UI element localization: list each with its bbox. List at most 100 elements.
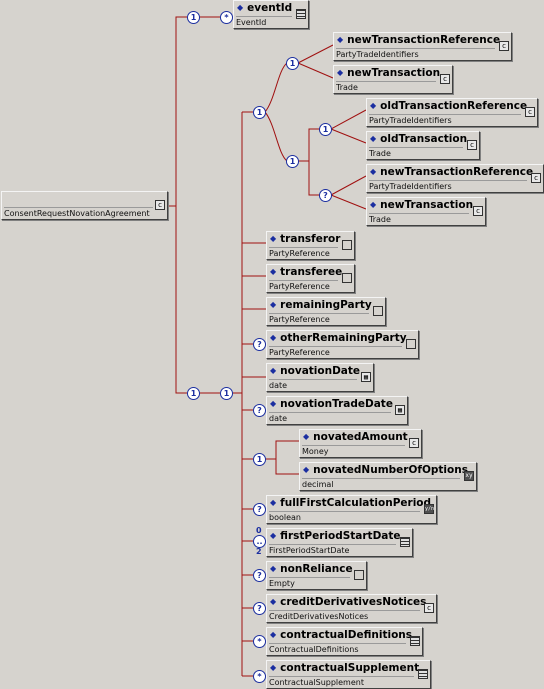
element-type: PartyTradeIdentifiers <box>369 114 521 126</box>
element-fullFirstCalculationPeriod[interactable]: ◆fullFirstCalculationPeriod boolean y/n <box>266 495 437 524</box>
element-type: ContractualSupplement <box>269 676 414 688</box>
element-type: PartyReference <box>269 346 402 358</box>
element-diamond-icon: ◆ <box>370 167 377 176</box>
element-name: newTransactionReference <box>347 34 501 46</box>
element-firstPeriodStartDate[interactable]: ◆firstPeriodStartDate FirstPeriodStartDa… <box>266 528 413 557</box>
element-name: transferee <box>280 266 343 278</box>
complex-type-icon: c <box>499 41 509 51</box>
element-otherRemainingParty[interactable]: ◆otherRemainingParty PartyReference <box>266 330 419 359</box>
complex-type-icon: c <box>531 173 541 183</box>
element-type: EventId <box>236 16 292 28</box>
element-remainingParty[interactable]: ◆remainingParty PartyReference <box>266 297 386 326</box>
range-marker: .. <box>253 535 266 548</box>
root-type-label: ConsentRequestNovationAgreement <box>4 207 153 219</box>
element-diamond-icon: ◆ <box>270 333 277 342</box>
calendar-icon: ▦ <box>395 405 405 415</box>
sequence-compositor[interactable]: 1 <box>319 123 332 136</box>
element-nonReliance[interactable]: ◆nonReliance Empty <box>266 561 367 590</box>
element-diamond-icon: ◆ <box>270 531 277 540</box>
element-newTransactionReference-2[interactable]: ◆newTransactionReference PartyTradeIdent… <box>366 164 544 193</box>
element-eventId[interactable]: ◆eventId EventId <box>233 0 309 29</box>
complex-type-icon: c <box>467 140 477 150</box>
optional-marker: ? <box>253 569 266 582</box>
choice-compositor[interactable]: 1 <box>253 106 266 119</box>
element-type: date <box>269 379 357 391</box>
complex-type-icon: c <box>440 74 450 84</box>
element-name: novationTradeDate <box>280 398 393 410</box>
element-type: PartyReference <box>269 313 369 325</box>
element-diamond-icon: ◆ <box>270 498 277 507</box>
element-name: nonReliance <box>280 563 353 575</box>
element-newTransactionReference-1[interactable]: ◆newTransactionReference PartyTradeIdent… <box>333 32 512 61</box>
element-name: contractualSupplement <box>280 662 420 674</box>
element-diamond-icon: ◆ <box>270 267 277 276</box>
element-diamond-icon: ◆ <box>337 35 344 44</box>
boolean-type-icon: y/n <box>424 504 435 514</box>
element-diamond-icon: ◆ <box>237 3 244 12</box>
element-novationTradeDate[interactable]: ◆novationTradeDate date ▦ <box>266 396 408 425</box>
element-type: ContractualDefinitions <box>269 643 406 655</box>
element-transferee[interactable]: ◆transferee PartyReference <box>266 264 355 293</box>
sequence-compositor[interactable]: 1 <box>286 57 299 70</box>
sequence-compositor[interactable]: 1 <box>286 155 299 168</box>
sequence-compositor[interactable]: 1 <box>187 387 200 400</box>
simple-type-icon <box>418 669 428 679</box>
element-diamond-icon: ◆ <box>370 134 377 143</box>
element-newTransaction-1[interactable]: ◆newTransaction Trade c <box>333 65 453 94</box>
complex-type-icon: c <box>473 206 483 216</box>
element-name: firstPeriodStartDate <box>280 530 401 542</box>
cardinality-many-marker: * <box>220 11 233 24</box>
element-name: novatedNumberOfOptions <box>313 464 468 476</box>
optional-marker: ? <box>253 503 266 516</box>
element-novatedNumberOfOptions[interactable]: ◆novatedNumberOfOptions decimal xy <box>299 462 477 491</box>
element-name: oldTransaction <box>380 133 468 145</box>
simple-type-icon <box>296 9 306 19</box>
element-name: remainingParty <box>280 299 372 311</box>
simple-type-icon <box>410 636 420 646</box>
cardinality-min-label: 0 <box>256 526 262 535</box>
element-oldTransaction[interactable]: ◆oldTransaction Trade c <box>366 131 480 160</box>
element-diamond-icon: ◆ <box>370 200 377 209</box>
cardinality-many-marker: * <box>253 670 266 683</box>
element-name: novationDate <box>280 365 361 377</box>
element-type: PartyTradeIdentifiers <box>369 180 527 192</box>
empty-type-icon <box>373 306 383 316</box>
choice-compositor[interactable]: 1 <box>253 453 266 466</box>
element-name: newTransaction <box>347 67 441 79</box>
element-type: PartyReference <box>269 247 338 259</box>
empty-type-icon <box>342 273 352 283</box>
element-name: newTransaction <box>380 199 474 211</box>
element-name: otherRemainingParty <box>280 332 407 344</box>
element-diamond-icon: ◆ <box>270 564 277 573</box>
element-contractualDefinitions[interactable]: ◆contractualDefinitions ContractualDefin… <box>266 627 423 656</box>
optional-sequence-compositor[interactable]: ? <box>319 189 332 202</box>
sequence-compositor[interactable]: 1 <box>220 387 233 400</box>
element-diamond-icon: ◆ <box>270 399 277 408</box>
sequence-compositor[interactable]: 1 <box>187 11 200 24</box>
element-name: oldTransactionReference <box>380 100 528 112</box>
element-diamond-icon: ◆ <box>303 465 310 474</box>
element-diamond-icon: ◆ <box>270 300 277 309</box>
complex-type-icon: c <box>155 200 165 210</box>
element-novationDate[interactable]: ◆novationDate date ▦ <box>266 363 374 392</box>
element-newTransaction-2[interactable]: ◆newTransaction Trade c <box>366 197 486 226</box>
element-name: fullFirstCalculationPeriod <box>280 497 432 509</box>
element-type: Trade <box>369 147 463 159</box>
element-diamond-icon: ◆ <box>270 366 277 375</box>
element-name: newTransactionReference <box>380 166 534 178</box>
empty-type-icon <box>406 339 416 349</box>
empty-type-icon <box>354 570 364 580</box>
element-contractualSupplement[interactable]: ◆contractualSupplement ContractualSupple… <box>266 660 431 689</box>
element-diamond-icon: ◆ <box>270 663 277 672</box>
element-novatedAmount[interactable]: ◆novatedAmount Money c <box>299 429 422 458</box>
element-transferor[interactable]: ◆transferor PartyReference <box>266 231 355 260</box>
root-element[interactable]: ConsentRequestNovationAgreement c <box>1 191 168 220</box>
element-diamond-icon: ◆ <box>337 68 344 77</box>
element-type: PartyTradeIdentifiers <box>336 48 495 60</box>
element-oldTransactionReference[interactable]: ◆oldTransactionReference PartyTradeIdent… <box>366 98 538 127</box>
element-type: FirstPeriodStartDate <box>269 544 396 556</box>
complex-type-icon: c <box>424 603 434 613</box>
element-type: PartyReference <box>269 280 338 292</box>
optional-marker: ? <box>253 602 266 615</box>
element-creditDerivativesNotices[interactable]: ◆creditDerivativesNotices CreditDerivati… <box>266 594 437 623</box>
